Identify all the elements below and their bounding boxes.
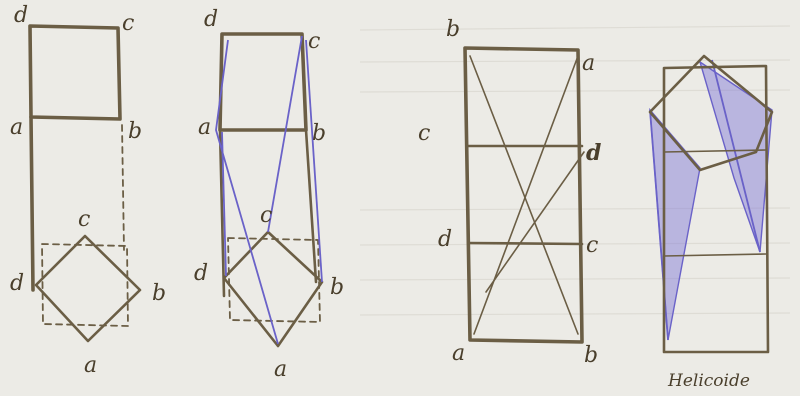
bleed-through-text — [359, 25, 791, 316]
fig1-diamond — [34, 234, 142, 343]
figure-2-twisted-prism: d c a b c d b a — [194, 7, 344, 382]
fig1-top-square — [28, 24, 122, 121]
fig1-label-top-left: d — [14, 3, 28, 28]
fig4-blue-edge-b — [711, 59, 761, 253]
fig2-label-diamond-left: d — [194, 261, 208, 286]
fig4-blue-face-left — [649, 107, 701, 341]
fig2-dashed-square — [227, 237, 321, 323]
fig1-label-diamond-right: b — [152, 281, 166, 306]
fig3-label-bottom-left: a — [452, 341, 465, 366]
fig1-left-edge — [29, 115, 35, 292]
fig2-right-edge — [304, 128, 318, 284]
fig2-label-top-left: d — [204, 7, 218, 32]
fig2-label-diamond-top: c — [260, 203, 272, 228]
figure-3-unfolded-rectangle: b a c d d c a b — [418, 17, 601, 368]
fig2-blue-edge-4 — [221, 131, 227, 277]
fig2-blue-edge-3 — [305, 39, 323, 283]
fig3-lower-band-line — [466, 241, 584, 246]
fig3-label-right-lower: c — [586, 233, 598, 258]
fig3-label-left-lower: d — [438, 227, 452, 252]
fig3-label-bottom-right: b — [584, 343, 598, 368]
fig3-diagonal-2 — [473, 55, 579, 335]
fig4-band-line-1 — [663, 149, 767, 153]
fig1-label-diamond-left: d — [10, 271, 24, 296]
figure-4-helicoid: Helicoide — [648, 54, 774, 391]
fig2-label-diamond-bottom: a — [274, 357, 287, 382]
fig1-label-diamond-bottom: a — [84, 353, 97, 378]
fig3-diagonal-1 — [469, 55, 579, 335]
fig1-dashed-square — [41, 243, 129, 327]
fig2-blue-edge-1 — [215, 39, 279, 345]
fig2-label-mid-left: a — [198, 115, 211, 140]
fig3-label-top-left: b — [446, 17, 460, 42]
fig2-top-rect — [218, 32, 308, 132]
figure-1-prism-projection: d c a b c d b a — [10, 3, 166, 378]
fig1-right-dashed-edge — [121, 124, 125, 251]
fig2-label-diamond-right: b — [330, 275, 344, 300]
fig1-label-mid-right: b — [128, 119, 142, 144]
fig2-blue-edge-2 — [267, 35, 303, 233]
fig4-band-line-2 — [663, 253, 767, 257]
fig3-label-left-upper: c — [418, 121, 430, 146]
fig1-label-top-right: c — [122, 11, 134, 36]
fig2-label-mid-right: b — [312, 121, 326, 146]
fig2-diamond — [222, 230, 324, 348]
fig4-caption: Helicoide — [667, 371, 750, 391]
fig4-top-diamond — [648, 54, 774, 172]
fig1-label-diamond-top: c — [78, 207, 90, 232]
fig3-label-top-right: a — [582, 51, 595, 76]
fig1-label-mid-left: a — [10, 115, 23, 140]
fig2-left-edge — [218, 128, 226, 298]
fig2-label-top-right: c — [308, 29, 320, 54]
fig3-label-right-upper: d — [586, 140, 601, 166]
fig3-diagonal-3 — [485, 151, 585, 293]
fig4-outer-box — [662, 64, 770, 354]
